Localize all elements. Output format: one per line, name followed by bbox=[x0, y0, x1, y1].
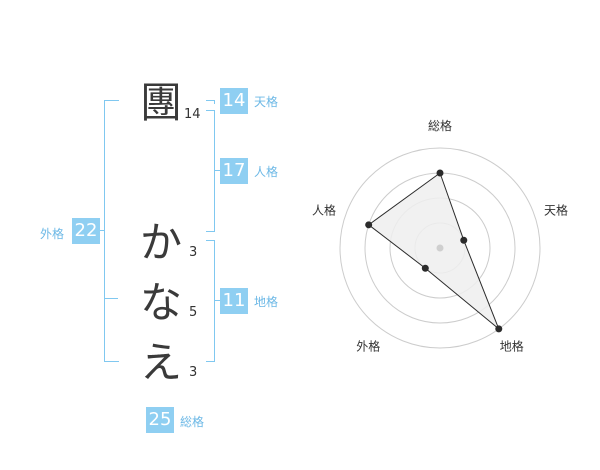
radar-axis-label-5: 人格 bbox=[312, 202, 336, 217]
stroke-count-2: 3 bbox=[189, 245, 198, 260]
name-char-2: か bbox=[140, 218, 183, 267]
radar-point-3 bbox=[495, 325, 503, 333]
jinkaku-value: 17 bbox=[220, 158, 248, 184]
radar-center-dot bbox=[436, 244, 444, 252]
gaikaku-connector bbox=[98, 230, 104, 231]
radar-point-5 bbox=[365, 221, 373, 229]
radar-axis-label-2: 天格 bbox=[544, 202, 568, 217]
radar-point-4 bbox=[421, 264, 429, 272]
soukaku-label: 総格 bbox=[180, 415, 205, 429]
gaikaku-bracket bbox=[104, 100, 119, 362]
stroke-count-1: 14 bbox=[184, 107, 201, 122]
gaikaku-tick-mid bbox=[104, 298, 118, 299]
gaikaku-value: 22 bbox=[72, 218, 100, 244]
chikaku-connector bbox=[214, 300, 220, 301]
radar-point-1 bbox=[436, 169, 444, 177]
name-char-4: え bbox=[140, 338, 183, 387]
radar-point-2 bbox=[460, 236, 468, 244]
stroke-count-3: 5 bbox=[189, 305, 198, 320]
chikaku-label: 地格 bbox=[254, 295, 279, 309]
radar-axis-label-3: 地格 bbox=[500, 339, 524, 354]
name-char-3: な bbox=[140, 278, 183, 327]
stroke-count-4: 3 bbox=[189, 365, 198, 380]
radar-axis-label-1: 総格 bbox=[428, 118, 452, 133]
name-char-1: 團 bbox=[140, 78, 183, 127]
chikaku-bracket bbox=[206, 240, 215, 362]
radar-axis-label-4: 外格 bbox=[356, 339, 380, 354]
radar-ring-4 bbox=[339, 147, 541, 349]
jinkaku-bracket bbox=[206, 110, 215, 232]
soukaku-value: 25 bbox=[146, 407, 174, 433]
gaikaku-label: 外格 bbox=[40, 227, 65, 241]
tenkaku-label: 天格 bbox=[254, 95, 279, 109]
jinkaku-label: 人格 bbox=[254, 165, 279, 179]
tenkaku-value: 14 bbox=[220, 88, 248, 114]
jinkaku-connector bbox=[214, 170, 220, 171]
radar-series-area bbox=[367, 172, 500, 330]
tenkaku-bracket bbox=[206, 100, 215, 104]
chikaku-value: 11 bbox=[220, 288, 248, 314]
